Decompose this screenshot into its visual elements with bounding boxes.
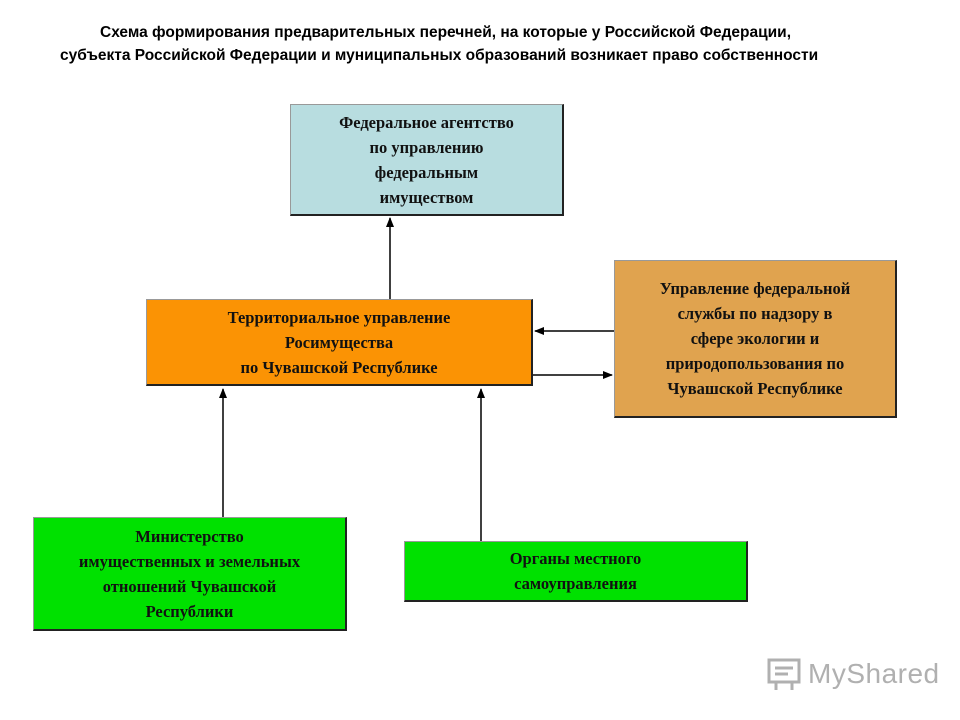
territorial-office-box: Территориальное управление Росимущества …	[146, 299, 533, 386]
watermark-text: MyShared	[808, 658, 940, 689]
supervision-service-box: Управление федеральной службы по надзору…	[614, 260, 897, 418]
ministry-label: Министерство имущественных и земельных о…	[78, 526, 301, 621]
presentation-board-icon	[767, 658, 801, 690]
local-government-label: Органы местного самоуправления	[509, 549, 642, 593]
supervision-service-label: Управление федеральной службы по надзору…	[659, 279, 851, 398]
ministry-box: Министерство имущественных и земельных о…	[33, 517, 347, 631]
federal-agency-box: Федеральное агентство по управлению феде…	[290, 104, 564, 216]
territorial-office-label: Территориальное управление Росимущества …	[227, 307, 451, 377]
diagram-title-line-1: Схема формирования предварительных переч…	[100, 24, 792, 41]
diagram-title-line-2: субъекта Российской Федерации и муниципа…	[60, 47, 819, 64]
local-government-box: Органы местного самоуправления	[404, 541, 748, 602]
federal-agency-label: Федеральное агентство по управлению феде…	[339, 112, 514, 207]
watermark-logo	[767, 658, 801, 690]
